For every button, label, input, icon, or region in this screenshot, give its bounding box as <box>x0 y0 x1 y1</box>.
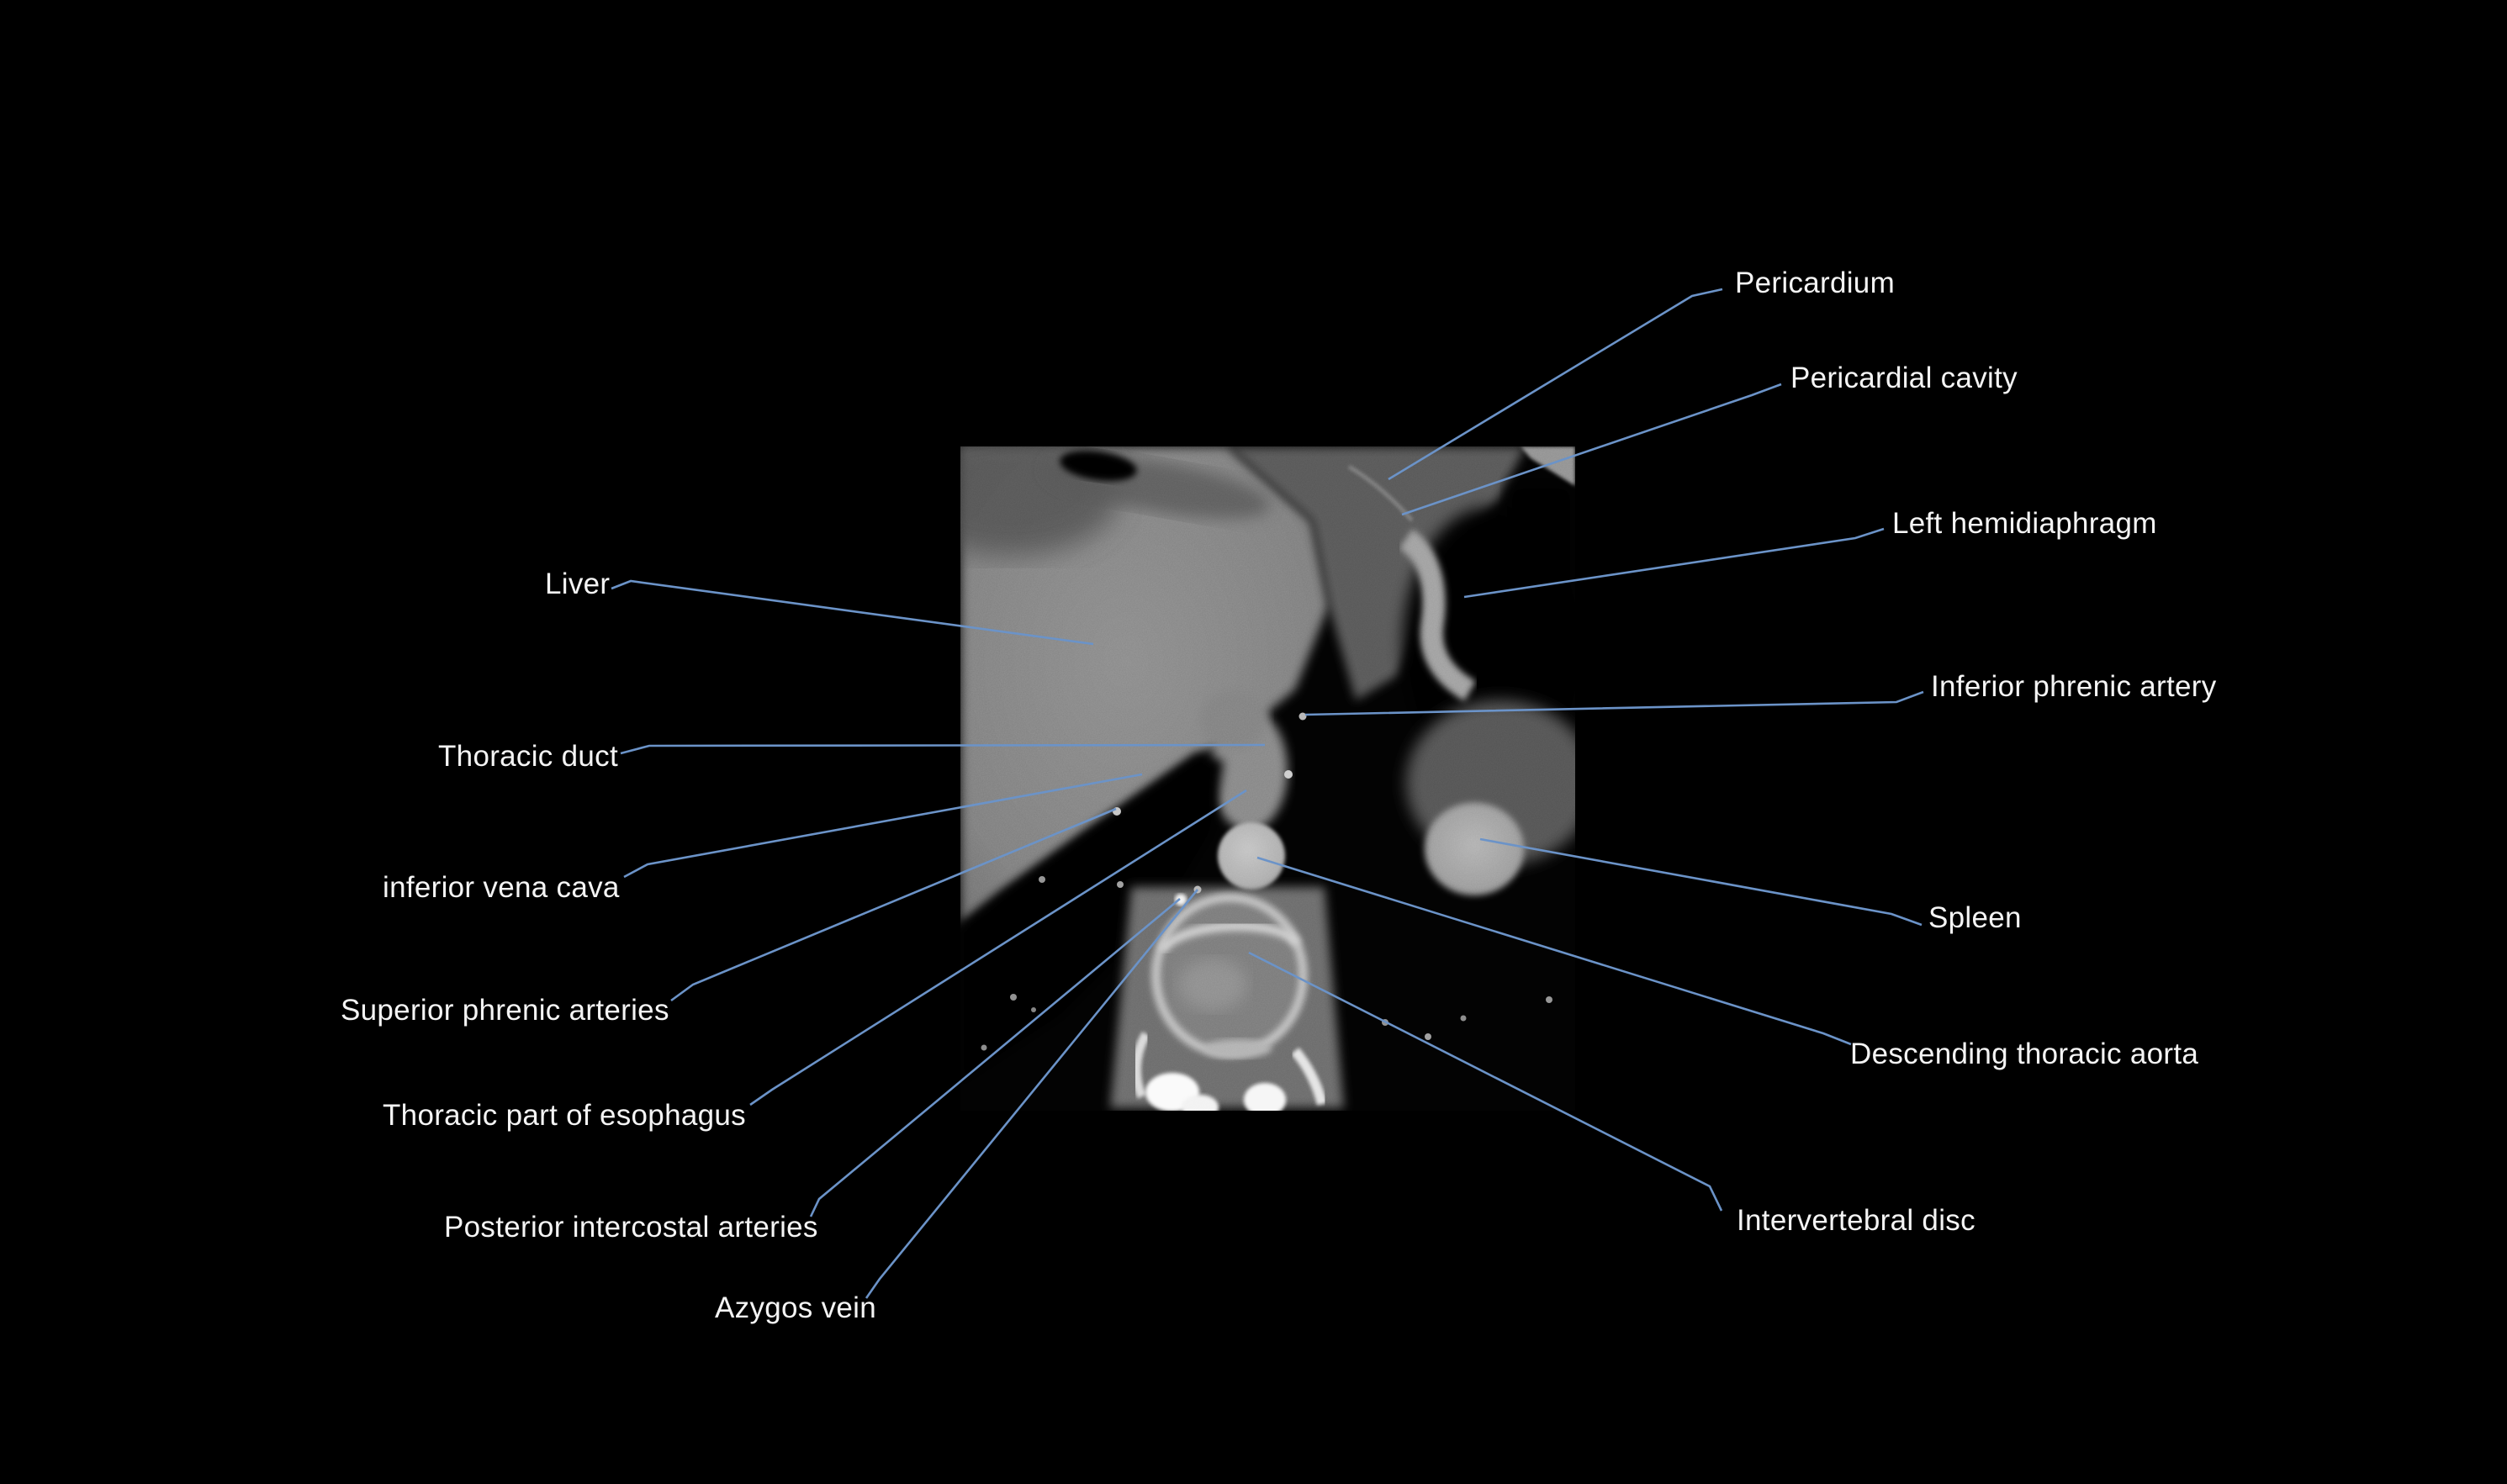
anatomy-label-superior-phrenic-arteries: Superior phrenic arteries <box>341 993 669 1027</box>
anatomy-label-liver: Liver <box>545 567 611 600</box>
anatomy-label-inferior-phrenic-artery: Inferior phrenic artery <box>1931 669 2217 703</box>
anatomy-label-thoracic-duct: Thoracic duct <box>438 739 618 773</box>
anatomy-label-spleen: Spleen <box>1928 900 2022 934</box>
anatomy-label-thoracic-part-of-esophagus: Thoracic part of esophagus <box>383 1098 746 1132</box>
ct-noise-overlay <box>960 446 1575 1111</box>
anatomy-label-pericardium: Pericardium <box>1735 266 1896 299</box>
anatomy-label-left-hemidiaphragm: Left hemidiaphragm <box>1892 506 2157 540</box>
anatomy-label-inferior-vena-cava: inferior vena cava <box>383 870 620 904</box>
anatomy-label-descending-thoracic-aorta: Descending thoracic aorta <box>1850 1037 2199 1070</box>
ct-scan-image <box>960 446 1575 1111</box>
anatomy-label-pericardial-cavity: Pericardial cavity <box>1790 361 2018 394</box>
ct-scan-art <box>960 446 1575 1111</box>
anatomy-label-azygos-vein: Azygos vein <box>715 1291 877 1324</box>
anatomy-label-posterior-intercostal-arteries: Posterior intercostal arteries <box>444 1210 818 1244</box>
anatomy-label-intervertebral-disc: Intervertebral disc <box>1737 1203 1975 1237</box>
